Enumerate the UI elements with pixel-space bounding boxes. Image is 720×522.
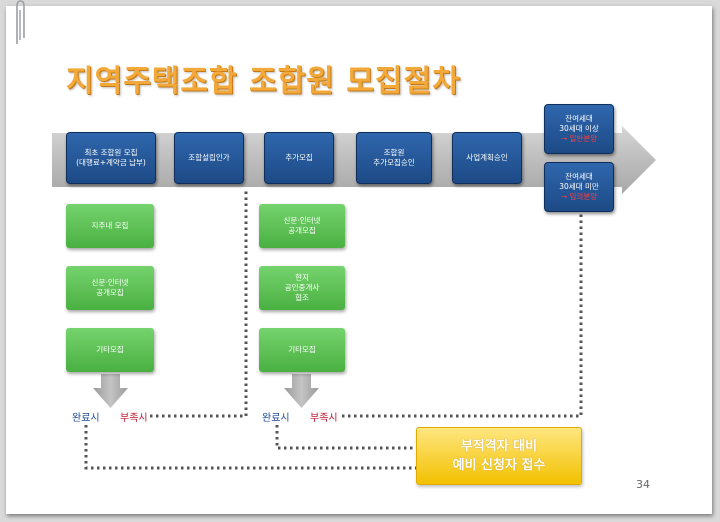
step-initial-recruitment: 최초 조합원 모집 (대행료+계약금 납부)	[66, 132, 156, 184]
method-other-recruitment: 기타모집	[66, 328, 154, 372]
page-title: 지역주택조합 조합원 모집절차	[66, 64, 461, 99]
reserve-applicant-box: 부적격자 대비 예비 신청자 접수	[416, 427, 582, 485]
remaining-units-label: 잔여세대	[565, 114, 593, 123]
remaining-units-threshold: 30세대 미만	[559, 182, 599, 191]
label-shortage-initial: 부족시	[120, 413, 148, 424]
label-complete-additional: 완료시	[262, 413, 290, 424]
method-local-broker: 현지 공인중개사 협조	[259, 266, 345, 310]
remaining-units-threshold: 30세대 이상	[559, 124, 599, 133]
step-additional-recruitment: 추가모집	[264, 132, 334, 184]
label-complete-initial: 완료시	[72, 413, 100, 424]
label-shortage-additional: 부족시	[310, 413, 338, 424]
down-arrow-additional	[284, 374, 319, 408]
remaining-units-30-plus: 잔여세대 30세대 이상 → 일반분양	[544, 104, 614, 154]
down-arrow-initial	[93, 374, 128, 408]
method-public-recruitment: 신문·인터넷 공개모집	[66, 266, 154, 310]
paper-clip-icon	[16, 0, 25, 44]
step-business-plan-approval: 사업계획승인	[452, 132, 522, 184]
remaining-units-under-30: 잔여세대 30세대 미만 → 임의분양	[544, 162, 614, 212]
remaining-units-sale-type: → 임의분양	[560, 192, 598, 201]
step-association-approval: 조합설립인가	[174, 132, 244, 184]
method-other-recruitment-additional: 기타모집	[259, 328, 345, 372]
page-number: 34	[636, 478, 650, 491]
slide	[6, 6, 712, 514]
method-landowner-recruitment: 지주내 모집	[66, 204, 154, 248]
step-additional-approval: 조합원 추가모집승인	[356, 132, 432, 184]
remaining-units-sale-type: → 일반분양	[560, 134, 598, 143]
method-public-recruitment-additional: 신문·인터넷 공개모집	[259, 204, 345, 248]
remaining-units-label: 잔여세대	[565, 172, 593, 181]
